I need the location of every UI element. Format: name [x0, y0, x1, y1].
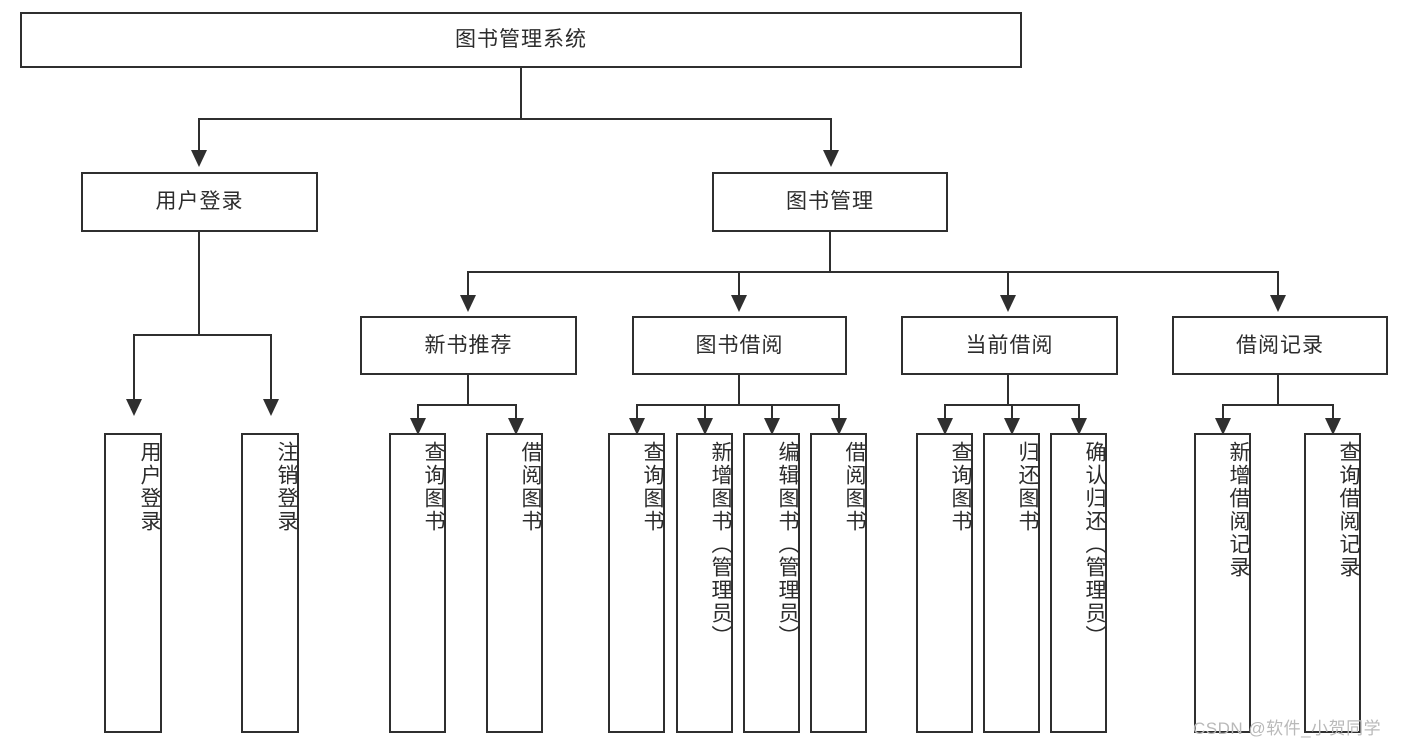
edge-new-book-to-leaf-2	[515, 404, 517, 420]
leaf-query-book-recommend[interactable]: 查询图书	[389, 433, 446, 733]
arrow-current-borrow-leaf-2	[1004, 418, 1020, 435]
arrow-new-book-leaf-2	[508, 418, 524, 435]
node-label: 图书管理系统	[455, 28, 587, 52]
arrow-new-book-leaf-1	[410, 418, 426, 435]
arrow-current-borrow-leaf-3	[1071, 418, 1087, 435]
node-label: 图书管理	[786, 190, 874, 214]
arrow-borrow-record-leaf-2	[1325, 418, 1341, 435]
edge-user-login-to-leaf-2	[270, 334, 272, 401]
arrow-borrow-record-leaf-1	[1215, 418, 1231, 435]
arrow-to-book-borrow	[731, 295, 747, 312]
node-label: 查询图书	[949, 441, 972, 533]
edge-current-borrow-to-leaf-3	[1078, 404, 1080, 420]
node-label: 查询图书	[422, 441, 445, 533]
edge-user-login-to-leaf-1	[133, 334, 135, 401]
arrow-to-new-book-recommend	[460, 295, 476, 312]
node-label: 用户登录	[155, 190, 244, 214]
node-label: 借阅记录	[1236, 333, 1324, 357]
arrow-current-borrow-leaf-1	[937, 418, 953, 435]
edge-book-borrow-to-leaf-3	[771, 404, 773, 420]
edge-borrow-record-bus	[1222, 404, 1334, 406]
leaf-confirm-return-admin[interactable]: 确认归还（管理员）	[1050, 433, 1107, 733]
node-label: 图书借阅	[695, 333, 784, 357]
node-label: 确认归还（管理员）	[1083, 441, 1106, 648]
edge-borrow-record-stem	[1277, 375, 1279, 405]
edge-book-mgmt-stem	[829, 232, 831, 272]
edge-new-book-bus	[417, 404, 517, 406]
node-book-borrow[interactable]: 图书借阅	[632, 316, 847, 375]
leaf-edit-book-admin[interactable]: 编辑图书（管理员）	[743, 433, 800, 733]
leaf-add-borrow-record[interactable]: 新增借阅记录	[1194, 433, 1251, 733]
edge-book-borrow-stem	[738, 375, 740, 405]
node-borrow-record[interactable]: 借阅记录	[1172, 316, 1388, 375]
node-label: 借阅图书	[843, 441, 866, 533]
edge-book-mgmt-to-new-book	[467, 271, 469, 297]
arrow-user-login-leaf-2	[263, 399, 279, 416]
arrow-book-borrow-leaf-1	[629, 418, 645, 435]
edge-root-bus	[198, 118, 832, 120]
edge-borrow-record-to-leaf-1	[1222, 404, 1224, 420]
arrow-to-current-borrow	[1000, 295, 1016, 312]
edge-book-borrow-to-leaf-2	[704, 404, 706, 420]
arrow-book-borrow-leaf-3	[764, 418, 780, 435]
edge-new-book-stem	[467, 375, 469, 405]
arrow-to-book-mgmt	[823, 150, 839, 167]
arrow-book-borrow-leaf-2	[697, 418, 713, 435]
node-label: 新书推荐	[424, 333, 513, 357]
edge-current-borrow-to-leaf-2	[1011, 404, 1013, 420]
csdn-watermark: CSDN @软件_小贺同学	[1193, 719, 1382, 738]
edge-book-borrow-to-leaf-4	[838, 404, 840, 420]
edge-root-stem	[520, 68, 522, 120]
node-label: 用户登录	[138, 441, 161, 533]
node-book-management[interactable]: 图书管理	[712, 172, 948, 232]
leaf-add-book-admin[interactable]: 新增图书（管理员）	[676, 433, 733, 733]
leaf-return-book[interactable]: 归还图书	[983, 433, 1040, 733]
node-label: 编辑图书（管理员）	[776, 441, 799, 648]
node-label: 查询借阅记录	[1337, 441, 1360, 579]
edge-book-mgmt-bus	[467, 271, 1279, 273]
node-current-borrow[interactable]: 当前借阅	[901, 316, 1118, 375]
node-label: 新增借阅记录	[1227, 441, 1250, 579]
node-label: 查询图书	[641, 441, 664, 533]
edge-book-mgmt-to-borrow-record	[1277, 271, 1279, 297]
leaf-user-logout[interactable]: 注销登录	[241, 433, 299, 733]
arrow-book-borrow-leaf-4	[831, 418, 847, 435]
edge-borrow-record-to-leaf-2	[1332, 404, 1334, 420]
edge-book-borrow-bus	[636, 404, 840, 406]
edge-root-to-book-mgmt	[830, 118, 832, 152]
node-label: 新增图书（管理员）	[709, 441, 732, 648]
edge-user-login-bus	[133, 334, 272, 336]
leaf-borrow-book-recommend[interactable]: 借阅图书	[486, 433, 543, 733]
edge-book-mgmt-to-book-borrow	[738, 271, 740, 297]
leaf-borrow-book[interactable]: 借阅图书	[810, 433, 867, 733]
node-label: 当前借阅	[965, 333, 1054, 357]
node-label: 注销登录	[275, 441, 298, 533]
leaf-query-book-borrow[interactable]: 查询图书	[608, 433, 665, 733]
arrow-user-login-leaf-1	[126, 399, 142, 416]
node-label: 借阅图书	[519, 441, 542, 533]
node-user-login[interactable]: 用户登录	[81, 172, 318, 232]
leaf-query-book-current[interactable]: 查询图书	[916, 433, 973, 733]
leaf-user-login[interactable]: 用户登录	[104, 433, 162, 733]
leaf-query-borrow-record[interactable]: 查询借阅记录	[1304, 433, 1361, 733]
edge-user-login-stem	[198, 232, 200, 335]
edge-book-borrow-to-leaf-1	[636, 404, 638, 420]
edge-new-book-to-leaf-1	[417, 404, 419, 420]
edge-current-borrow-to-leaf-1	[944, 404, 946, 420]
edge-book-mgmt-to-current-borrow	[1007, 271, 1009, 297]
node-root-library-system[interactable]: 图书管理系统	[20, 12, 1022, 68]
edge-current-borrow-stem	[1007, 375, 1009, 405]
arrow-to-borrow-record	[1270, 295, 1286, 312]
edge-root-to-user-login	[198, 118, 200, 152]
node-label: 归还图书	[1016, 441, 1039, 533]
node-new-book-recommend[interactable]: 新书推荐	[360, 316, 577, 375]
arrow-to-user-login	[191, 150, 207, 167]
